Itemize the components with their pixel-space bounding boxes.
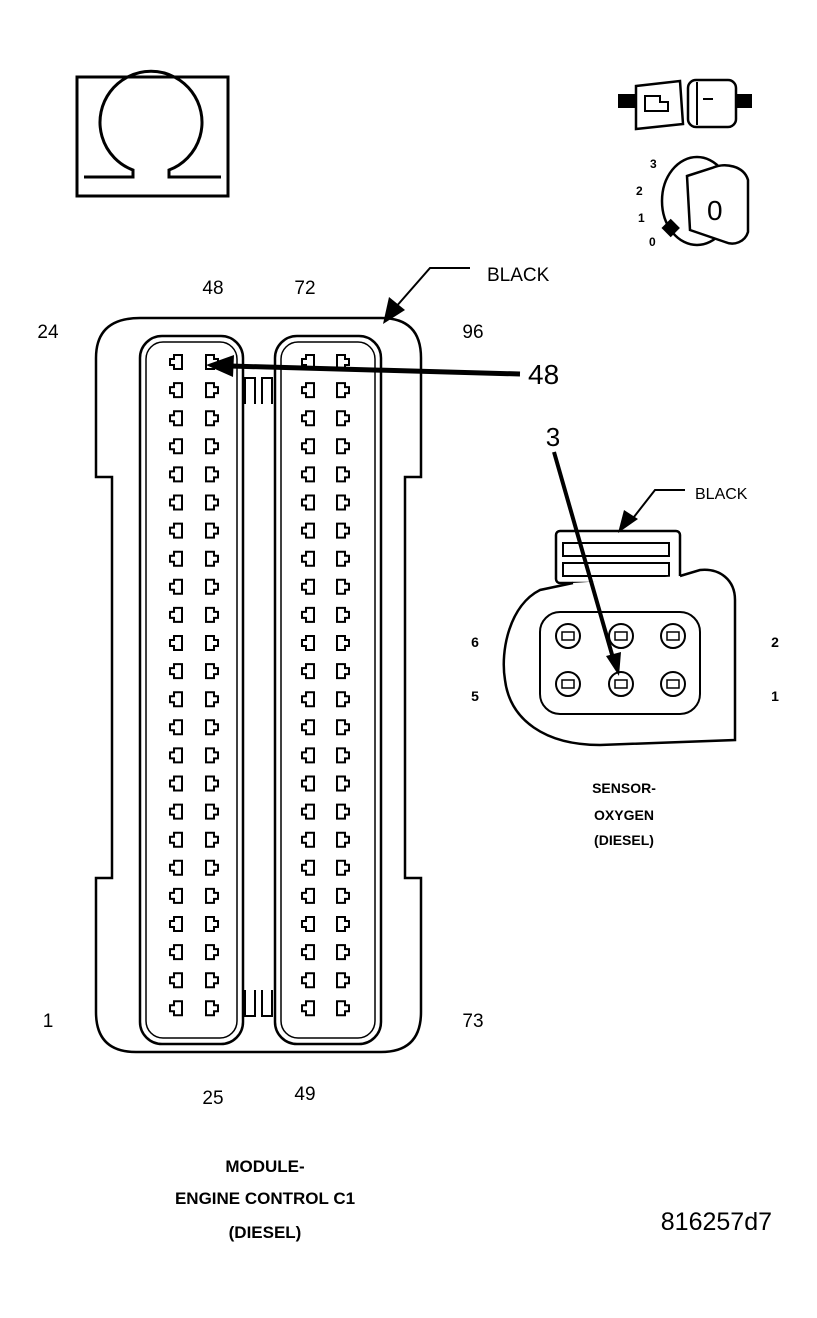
- ecm-title-line-2: ENGINE CONTROL C1: [175, 1189, 355, 1208]
- o2-pin-label-5: 5: [471, 688, 479, 704]
- o2-pin-label-1: 1: [771, 688, 779, 704]
- ohm-symbol-icon: [75, 69, 230, 198]
- o2-pin-label-2: 2: [771, 634, 779, 650]
- ecm-title-line-3: (DIESEL): [229, 1223, 302, 1242]
- o2-color-callout: BLACK: [618, 486, 748, 533]
- ignition-position-1: 1: [638, 211, 645, 225]
- ecm-color-callout: BLACK: [383, 265, 550, 324]
- o2-pin-6: [555, 623, 581, 649]
- o2-pin-pointer: 3: [546, 422, 621, 676]
- o2-color-label: BLACK: [695, 486, 748, 503]
- ignition-position-0: 0: [649, 235, 656, 249]
- ecm-pin-label-24: 24: [37, 322, 59, 343]
- ecm-pin-label-1: 1: [43, 1011, 54, 1032]
- ecm-pin-label-72: 72: [294, 278, 315, 299]
- ecm-connector: [94, 316, 423, 1054]
- ignition-key-icon: 3 2 1 0 0: [636, 155, 750, 249]
- ecm-pin-pointer: 48: [206, 355, 559, 390]
- o2-title-line-3: (DIESEL): [594, 832, 654, 848]
- ignition-position-3: 3: [650, 157, 657, 171]
- o2-pin-label-6: 6: [471, 634, 479, 650]
- ecm-title-line-1: MODULE-: [225, 1157, 304, 1176]
- o2-pin-3: [608, 671, 634, 697]
- o2-pin-1: [660, 671, 686, 697]
- ecm-color-label: BLACK: [487, 265, 550, 286]
- ignition-position-2: 2: [636, 184, 643, 198]
- o2-connector: [502, 529, 737, 747]
- ecm-pin-label-73: 73: [462, 1011, 483, 1032]
- ecm-pin-label-96: 96: [462, 322, 483, 343]
- ecm-pin-label-25: 25: [202, 1088, 223, 1109]
- connector-disconnect-icon: [618, 78, 752, 131]
- ecm-pin-label-49: 49: [294, 1084, 315, 1105]
- ignition-key-label: 0: [707, 195, 723, 226]
- o2-title-line-2: OXYGEN: [594, 807, 654, 823]
- o2-pin-2: [660, 623, 686, 649]
- ecm-pin-label-48: 48: [202, 278, 223, 299]
- ecm-pointer-pin-number: 48: [528, 359, 559, 390]
- figure-id: 816257d7: [661, 1208, 772, 1236]
- o2-pin-5: [555, 671, 581, 697]
- o2-pointer-pin-number: 3: [546, 422, 560, 452]
- o2-pin-4: [608, 623, 634, 649]
- o2-title-line-1: SENSOR-: [592, 780, 656, 796]
